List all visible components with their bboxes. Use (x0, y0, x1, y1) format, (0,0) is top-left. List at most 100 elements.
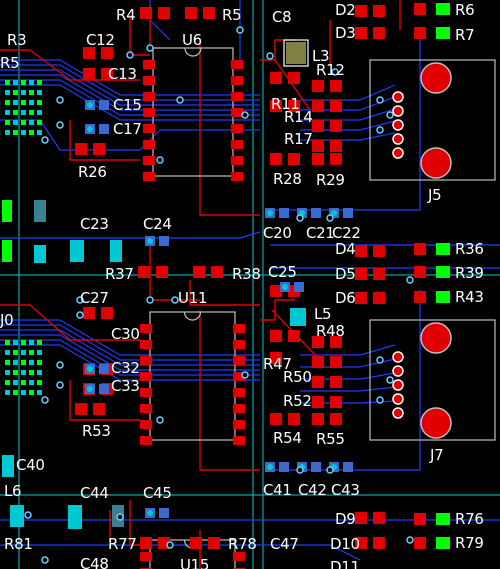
resistor-pad[interactable] (330, 336, 342, 348)
qfn-pad[interactable] (37, 100, 42, 105)
qfn-pad[interactable] (21, 340, 26, 345)
designator-c42[interactable]: C42 (298, 481, 327, 499)
resistor-pad[interactable] (312, 336, 324, 348)
cap-pad[interactable] (99, 364, 109, 374)
qfn-pad[interactable] (5, 90, 10, 95)
resistor-pad[interactable] (312, 153, 324, 165)
designator-c15[interactable]: C15 (113, 96, 142, 114)
resistor-pad[interactable] (373, 5, 385, 17)
u6-pad[interactable] (143, 156, 155, 165)
qfn-pad[interactable] (21, 100, 26, 105)
u15-pad[interactable] (140, 552, 152, 561)
u6-pad[interactable] (231, 108, 243, 117)
designator-c21[interactable]: C21 (306, 224, 335, 242)
resistor-pad[interactable] (330, 100, 342, 112)
designator-r4[interactable]: R4 (116, 6, 136, 24)
u11-pad[interactable] (140, 324, 152, 333)
designator-c43[interactable]: C43 (331, 481, 360, 499)
u11-pad[interactable] (233, 404, 245, 413)
qfn-pad[interactable] (5, 380, 10, 385)
qfn-pad[interactable] (21, 350, 26, 355)
resistor-pad[interactable] (330, 413, 342, 425)
u11-pad[interactable] (233, 324, 245, 333)
designator-c23[interactable]: C23 (80, 215, 109, 233)
resistor-pad[interactable] (83, 68, 95, 80)
resistor-pad[interactable] (270, 153, 282, 165)
resistor-pad[interactable] (373, 27, 385, 39)
designator-r78[interactable]: R78 (228, 535, 257, 553)
resistor-pad[interactable] (270, 413, 282, 425)
resistor-pad[interactable] (208, 537, 220, 549)
cap-pad[interactable] (311, 208, 321, 218)
resistor-pad[interactable] (373, 292, 385, 304)
qfn-pad[interactable] (13, 80, 18, 85)
qfn-pad[interactable] (5, 390, 10, 395)
designator-r81[interactable]: R81 (4, 535, 33, 553)
qfn-pad[interactable] (29, 380, 34, 385)
resistor-pad[interactable] (140, 7, 152, 19)
resistor-pad[interactable] (330, 356, 342, 368)
large-cap[interactable] (2, 240, 12, 262)
led-pad[interactable] (414, 537, 426, 549)
cap-pad[interactable] (159, 508, 169, 518)
qfn-pad[interactable] (5, 130, 10, 135)
designator-r7[interactable]: R7 (455, 26, 475, 44)
resistor-pad[interactable] (75, 143, 87, 155)
qfn-pad[interactable] (5, 350, 10, 355)
resistor-pad[interactable] (312, 356, 324, 368)
u6-pad[interactable] (231, 140, 243, 149)
u6-pad[interactable] (143, 92, 155, 101)
u6-pad[interactable] (143, 124, 155, 133)
designator-r50[interactable]: R50 (283, 368, 312, 386)
resistor-pad[interactable] (185, 7, 197, 19)
designator-l6[interactable]: L6 (4, 482, 22, 500)
designator-j5[interactable]: J5 (428, 186, 442, 204)
qfn-pad[interactable] (37, 110, 42, 115)
u6-pad[interactable] (143, 60, 155, 69)
resistor-pad[interactable] (288, 413, 300, 425)
designator-r37[interactable]: R37 (105, 265, 134, 283)
qfn-pad[interactable] (21, 390, 26, 395)
u11-pad[interactable] (140, 356, 152, 365)
u15-pad[interactable] (233, 552, 245, 561)
led-pad[interactable] (436, 3, 450, 15)
resistor-pad[interactable] (312, 100, 324, 112)
resistor-pad[interactable] (355, 292, 367, 304)
cap-pad[interactable] (99, 100, 109, 110)
cap-pad[interactable] (279, 462, 289, 472)
cap-pad[interactable] (343, 462, 353, 472)
designator-r5[interactable]: R5 (222, 6, 242, 24)
qfn-pad[interactable] (21, 360, 26, 365)
qfn-pad[interactable] (29, 390, 34, 395)
designator-d4[interactable]: D4 (335, 240, 356, 258)
qfn-pad[interactable] (5, 80, 10, 85)
resistor-pad[interactable] (373, 512, 385, 524)
resistor-pad[interactable] (355, 5, 367, 17)
qfn-pad[interactable] (13, 120, 18, 125)
u11-pad[interactable] (233, 388, 245, 397)
u6-pad[interactable] (231, 76, 243, 85)
led-pad[interactable] (414, 3, 426, 15)
designator-d9[interactable]: D9 (335, 510, 356, 528)
large-cap[interactable] (10, 505, 24, 527)
qfn-pad[interactable] (29, 80, 34, 85)
designator-c12[interactable]: C12 (86, 31, 115, 49)
u6-pad[interactable] (143, 108, 155, 117)
qfn-pad[interactable] (13, 350, 18, 355)
designator-c40[interactable]: C40 (16, 456, 45, 474)
cap-pad[interactable] (99, 124, 109, 134)
resistor-pad[interactable] (101, 47, 113, 59)
designator-d6[interactable]: D6 (335, 289, 356, 307)
designator-d10[interactable]: D10 (330, 535, 360, 553)
inductor-l3[interactable] (286, 42, 306, 64)
resistor-pad[interactable] (312, 80, 324, 92)
designator-r36[interactable]: R36 (455, 240, 484, 258)
resistor-pad[interactable] (312, 376, 324, 388)
resistor-pad[interactable] (203, 7, 215, 19)
resistor-pad[interactable] (330, 80, 342, 92)
resistor-pad[interactable] (373, 268, 385, 280)
qfn-pad[interactable] (37, 120, 42, 125)
qfn-pad[interactable] (13, 380, 18, 385)
led-pad[interactable] (436, 513, 450, 525)
large-cap[interactable] (68, 505, 82, 529)
